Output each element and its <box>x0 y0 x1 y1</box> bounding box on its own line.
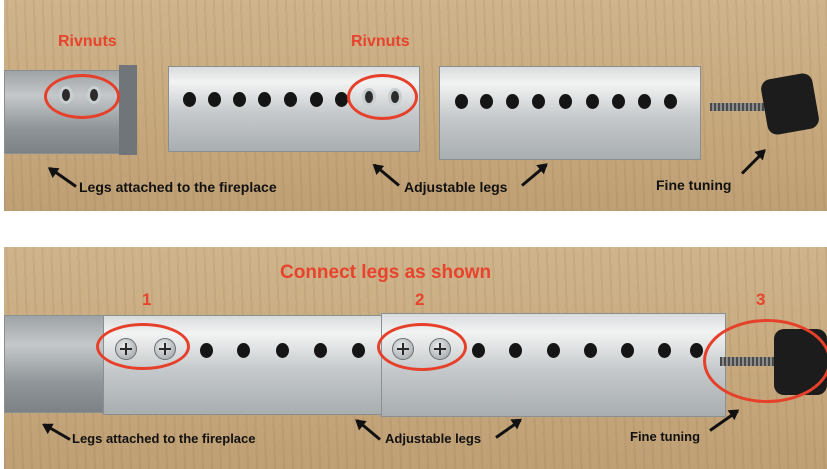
legs-attached-label: Legs attached to the fireplace <box>72 431 256 446</box>
adjustment-hole <box>664 94 677 109</box>
adjustment-hole <box>233 92 246 107</box>
rivnuts-label-left: Rivnuts <box>58 33 117 50</box>
connection-callout-1 <box>96 323 190 370</box>
adjustable-legs-label: Adjustable legs <box>385 431 482 446</box>
arrow-icon <box>43 423 71 441</box>
bottom-photo: Connect legs as shown 1 2 3 Legs attache… <box>4 247 827 469</box>
adjustment-hole <box>237 343 250 358</box>
adjustment-hole <box>276 343 289 358</box>
adjustable-leg <box>439 66 701 160</box>
arrow-icon <box>495 419 522 439</box>
adjustment-hole <box>183 92 196 107</box>
adjustment-hole <box>532 94 545 109</box>
step-number-3: 3 <box>756 290 766 309</box>
arrow-icon <box>373 163 400 187</box>
adjustment-hole <box>352 343 365 358</box>
step-number-1: 1 <box>142 290 152 309</box>
adjustment-hole <box>509 343 522 358</box>
adjustment-hole <box>638 94 651 109</box>
rivnuts-callout-right <box>347 74 418 120</box>
adjustment-hole <box>208 92 221 107</box>
fine-tuning-callout <box>703 319 827 403</box>
top-photo: Rivnuts Rivnuts Legs attached to the fir… <box>4 0 827 211</box>
adjustment-hole <box>455 94 468 109</box>
adjustment-hole <box>200 343 213 358</box>
leveling-knob <box>759 71 821 137</box>
adjustment-hole <box>258 92 271 107</box>
arrow-icon <box>48 166 77 188</box>
step-number-2: 2 <box>415 290 425 309</box>
adjustment-hole <box>472 343 485 358</box>
adjustment-hole <box>612 94 625 109</box>
fine-tuning-label: Fine tuning <box>656 177 732 193</box>
adjustable-legs-label: Adjustable legs <box>404 179 508 195</box>
adjustment-hole <box>584 343 597 358</box>
legs-attached-label: Legs attached to the fireplace <box>79 179 277 195</box>
adjustment-hole <box>547 343 560 358</box>
fine-tuning-label: Fine tuning <box>630 429 701 444</box>
arrow-icon <box>521 163 548 187</box>
adjustment-hole <box>314 343 327 358</box>
arrow-icon <box>356 419 381 441</box>
adjustment-hole <box>586 94 599 109</box>
adjustment-hole <box>335 92 348 107</box>
rivnuts-callout-left <box>44 74 120 119</box>
threaded-bolt <box>710 103 770 111</box>
connection-callout-2 <box>377 323 467 371</box>
fireplace-leg <box>4 315 108 413</box>
arrow-icon <box>740 149 766 175</box>
instruction-title: Connect legs as shown <box>280 262 492 283</box>
adjustment-hole <box>658 343 671 358</box>
adjustment-hole <box>284 92 297 107</box>
adjustment-hole <box>506 94 519 109</box>
adjustment-hole <box>621 343 634 358</box>
leg-end-cap <box>119 65 137 155</box>
rivnuts-label-right: Rivnuts <box>351 33 410 50</box>
adjustment-hole <box>310 92 323 107</box>
adjustment-hole <box>559 94 572 109</box>
adjustment-hole <box>690 343 703 358</box>
adjustment-hole <box>480 94 493 109</box>
